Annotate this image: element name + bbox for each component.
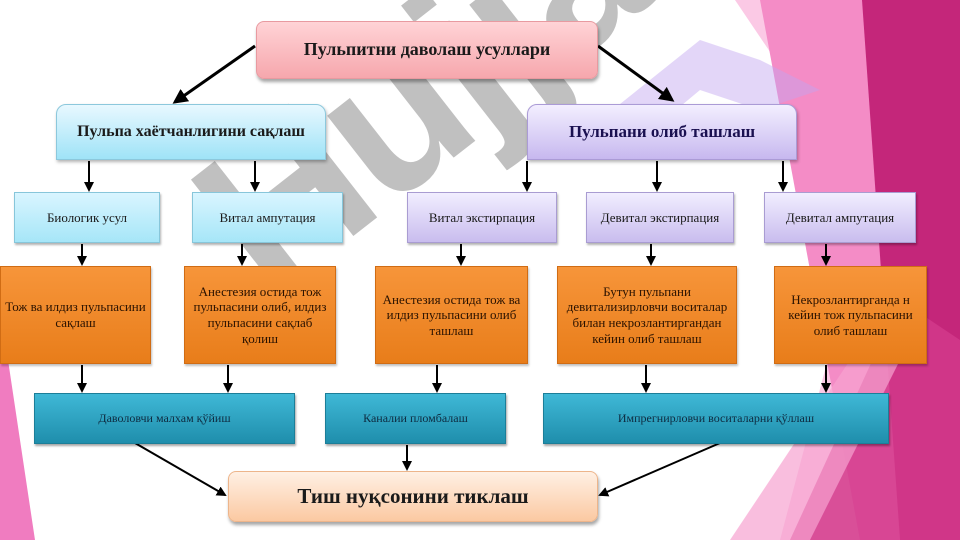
description-devital-amputation: Некрозлантирганда н кейин тож пульпасини… xyxy=(774,266,927,364)
final-node: Тиш нуқсонини тиклаш xyxy=(228,471,598,522)
description-vital-amputation: Анестезия остида тож пульпасини олиб, ил… xyxy=(184,266,336,364)
treatment-impregnation: Импрегнирловчи воситаларни қўллаш xyxy=(543,393,889,444)
description-devital-extirpation: Бутун пульпани девитализирловчи воситала… xyxy=(557,266,737,364)
treatment-medicated-paste: Даволовчи малхам қўйиш xyxy=(34,393,295,444)
branch-preserve-pulp: Пульпа хаётчанлигини сақлаш xyxy=(56,104,326,160)
description-biological: Тож ва илдиз пульпасини сақлаш xyxy=(0,266,151,364)
left-pink-stripe xyxy=(0,360,35,540)
method-devital-extirpation: Девитал экстирпация xyxy=(586,192,734,243)
method-biological: Биологик усул xyxy=(14,192,160,243)
root-node: Пульпитни даволаш усуллари xyxy=(256,21,598,79)
branch-remove-pulp: Пульпани олиб ташлаш xyxy=(527,104,797,160)
treatment-canal-filling: Каналии пломбалаш xyxy=(325,393,506,444)
method-vital-amputation: Витал ампутация xyxy=(192,192,343,243)
method-devital-amputation: Девитал ампутация xyxy=(764,192,916,243)
method-vital-extirpation: Витал экстирпация xyxy=(407,192,557,243)
description-vital-extirpation: Анестезия остида тож ва илдиз пульпасини… xyxy=(375,266,528,364)
